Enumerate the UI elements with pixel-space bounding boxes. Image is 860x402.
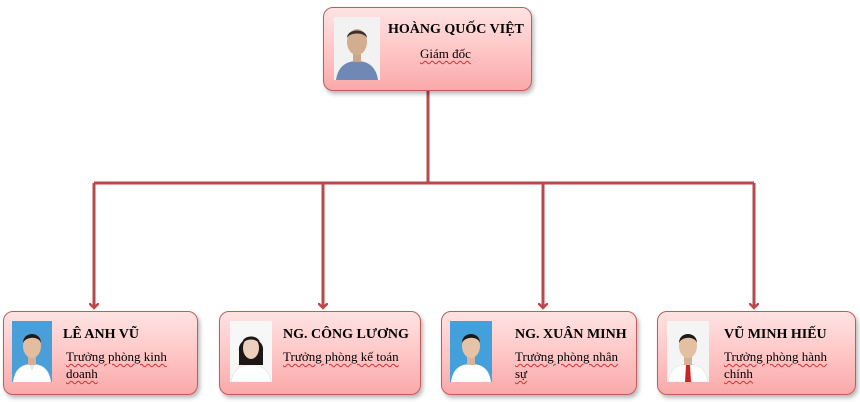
manager-name-4: VŨ MINH HIẾU (724, 327, 827, 342)
manager-box-1: LÊ ANH VŨ Trưởng phòng kinh doanh (3, 311, 198, 395)
manager-role-2: Trưởng phòng kế toán (283, 349, 399, 364)
manager-name-3: NG. XUÂN MINH (515, 327, 627, 342)
director-role: Giám đốc (420, 46, 471, 61)
director-name: HOÀNG QUỐC VIỆT (388, 22, 524, 37)
portrait-man-icon (334, 17, 380, 80)
manager-role-4: Trưởng phòng hành chính (724, 349, 828, 381)
portrait-man-icon (450, 321, 492, 382)
manager-role-1: Trưởng phòng kinh doanh (66, 349, 167, 381)
manager-box-4: VŨ MINH HIẾU Trưởng phòng hành chính (657, 311, 856, 395)
portrait-woman-icon (230, 321, 272, 382)
manager-name-2: NG. CÔNG LƯƠNG (283, 327, 409, 342)
manager-box-3: NG. XUÂN MINH Trưởng phòng nhân sự (441, 311, 637, 395)
portrait-man-icon (12, 321, 52, 382)
director-box: HOÀNG QUỐC VIỆT Giám đốc (323, 7, 532, 91)
manager-name-1: LÊ ANH VŨ (63, 327, 139, 342)
portrait-man-icon (667, 321, 709, 382)
manager-box-2: NG. CÔNG LƯƠNG Trưởng phòng kế toán (219, 311, 421, 395)
manager-role-3: Trưởng phòng nhân sự (515, 349, 619, 381)
